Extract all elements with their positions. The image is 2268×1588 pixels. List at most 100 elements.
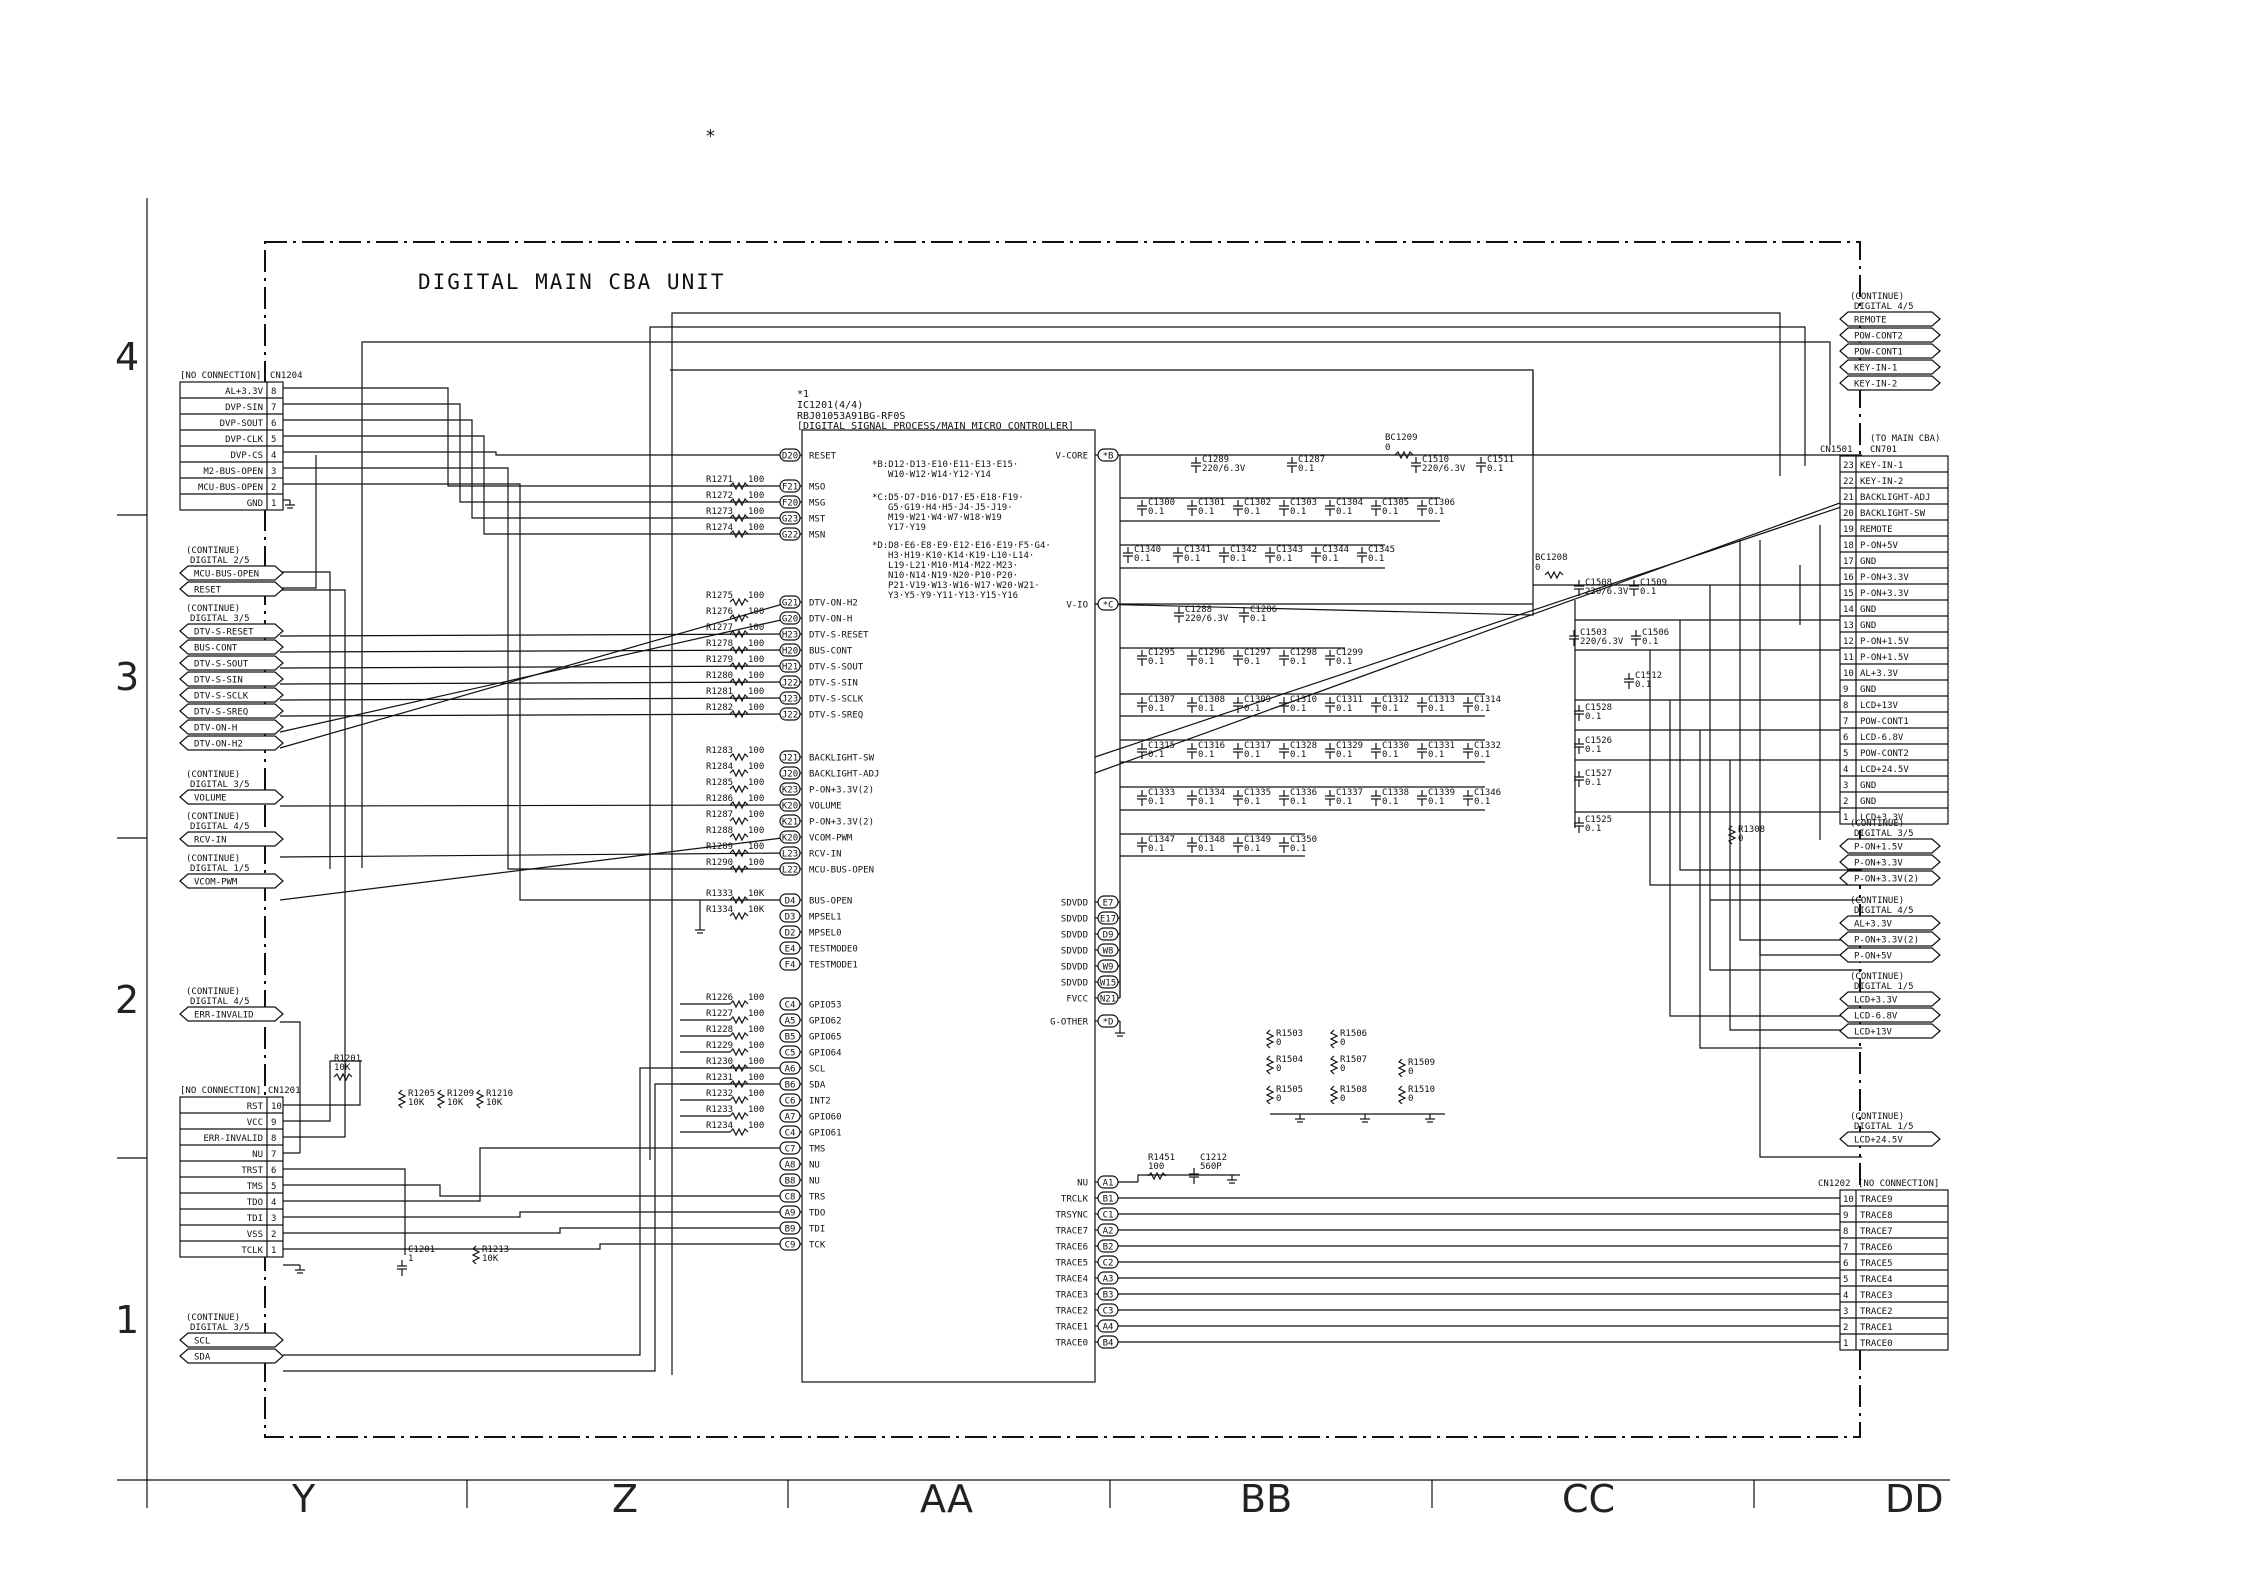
ic-left-pin [779, 782, 801, 796]
ic-left-pin [779, 675, 801, 689]
ic-left-pin-name: BUS-CONT [809, 647, 853, 657]
cn1501-pin-number: 11 [1843, 653, 1854, 663]
pwr-d-0: *D:D8·E6·E8·E9·E12·E16·E19·F5·G4· [872, 541, 1051, 551]
cn1204-pin-number: 3 [271, 467, 276, 477]
series-resistor [729, 999, 749, 1009]
capacitor-ref: C1298 [1290, 648, 1317, 658]
cn1501-pin-number: 6 [1843, 733, 1848, 743]
resistor-value: 100 [748, 507, 764, 517]
series-resistor [729, 513, 749, 523]
ic-left-pin [779, 495, 801, 509]
cn1501-label: (TO MAIN CBA) [1870, 434, 1940, 444]
capacitor-ref: C1305 [1382, 498, 1409, 508]
right-port-tag [1839, 1131, 1941, 1147]
cn1501-pin-name: GND [1860, 557, 1876, 567]
capacitor-value: 0.1 [1244, 507, 1260, 517]
cn1202-pin-name: TRACE9 [1860, 1195, 1893, 1205]
part-ref: R1205 [408, 1089, 435, 1099]
resistor-symbol [1329, 1029, 1339, 1049]
ic-left-pin [779, 511, 801, 525]
ic-left-pin-name: RESET [809, 452, 837, 462]
bead-symbol [1544, 570, 1564, 580]
capacitor-value: 0.1 [1148, 704, 1164, 714]
cn1202-pin-number: 7 [1843, 1243, 1848, 1253]
port-tag-label: DTV-S-SCLK [194, 692, 249, 702]
right-port-tag [1839, 991, 1941, 1007]
series-resistor [729, 597, 749, 607]
cn1204-pin-name: DVP-CS [230, 451, 263, 461]
ic-left-pin [779, 1141, 801, 1155]
right-port-tag [1839, 1023, 1941, 1039]
capacitor-ref: C1341 [1184, 545, 1211, 555]
pin-number: H21 [782, 663, 798, 673]
continue-label: (CONTINUE) [1850, 896, 1904, 906]
unit-title: DIGITAL MAIN CBA UNIT [418, 270, 726, 294]
cn1501-pin-name: BACKLIGHT-SW [1860, 509, 1926, 519]
pin-number: J22 [782, 679, 798, 689]
part-ref: R1451 [1148, 1153, 1175, 1163]
capacitor-value: 0.1 [1148, 507, 1164, 517]
ic-left-pin [779, 1013, 801, 1027]
capacitor-value: 0.1 [1585, 778, 1601, 788]
continue-label: DIGITAL 4/5 [1854, 302, 1914, 312]
resistor-value: 100 [748, 842, 764, 852]
ic-left-pin-name: MSG [809, 499, 825, 509]
resistor-value: 100 [748, 655, 764, 665]
grid-col-y: Y [291, 1477, 316, 1521]
resistor-value: 100 [748, 1105, 764, 1115]
part-ref: R1509 [1408, 1058, 1435, 1068]
resistor-ref: R1288 [706, 826, 733, 836]
cn1204-pin-number: 7 [271, 403, 276, 413]
port-tag-label: RESET [194, 586, 222, 596]
cn1202-pin-name: TRACE3 [1860, 1291, 1893, 1301]
capacitor-ref: C1344 [1322, 545, 1349, 555]
resistor-ref: R1275 [706, 591, 733, 601]
cn1501-pin-name: LCD-6.8V [1860, 733, 1904, 743]
port-tag-label: DTV-ON-H2 [194, 740, 243, 750]
cn1501-pin-name: P-ON+3.3V [1860, 589, 1909, 599]
right-port-tag [1839, 947, 1941, 963]
cn1204-pin-name: DVP-CLK [225, 435, 264, 445]
cn1501-pin-name: REMOTE [1860, 525, 1893, 535]
resistor-ref: R1287 [706, 810, 733, 820]
pin-number: A1 [1103, 1179, 1114, 1189]
pin-number: K21 [782, 818, 798, 828]
part-ref: C1201 [408, 1245, 435, 1255]
capacitor-ref: C1332 [1474, 741, 1501, 751]
ic-right-pin-name: TRACE7 [1055, 1227, 1088, 1237]
ic-right-pin-name: TRACE1 [1055, 1323, 1088, 1333]
continue-label: (CONTINUE) [1850, 972, 1904, 982]
series-resistor [729, 1095, 749, 1105]
ic-left-pin-name: TDI [809, 1225, 825, 1235]
pin-number: A8 [785, 1161, 796, 1171]
capacitor-value: 0.1 [1585, 824, 1601, 834]
resistor-ref: R1232 [706, 1089, 733, 1099]
grid-col-cc: CC [1562, 1477, 1615, 1521]
capacitor-ref: C1511 [1487, 455, 1514, 465]
capacitor-ref: C1342 [1230, 545, 1257, 555]
right-port-tag [1839, 838, 1941, 854]
cn1501-pin-number: 7 [1843, 717, 1848, 727]
cn1201-pin-number: 1 [271, 1246, 276, 1256]
part-ref: R1506 [1340, 1029, 1367, 1039]
cn1501-pin-number: 14 [1843, 605, 1854, 615]
capacitor-value: 0.1 [1382, 704, 1398, 714]
grid-row-3: 3 [115, 655, 139, 699]
ic-right-pin-name: SDVDD [1061, 899, 1088, 909]
pin-number: E7 [1103, 899, 1114, 909]
ic-right-pin [1097, 448, 1119, 462]
ic-left-pin [779, 766, 801, 780]
pin-number: J21 [782, 754, 798, 764]
cn1501-pin-number: 19 [1843, 525, 1854, 535]
ic-left-pin-name: MCU-BUS-OPEN [809, 866, 874, 876]
cn1501-pin-number: 17 [1843, 557, 1854, 567]
ic-left-pin-name: MST [809, 515, 826, 525]
port-tag-label: VOLUME [194, 794, 227, 804]
port-tag-label: SCL [194, 1337, 210, 1347]
ic-right-pin-name: FVCC [1066, 995, 1088, 1005]
ic-left-pin [779, 527, 801, 541]
ic-left-pin-name: GPIO53 [809, 1001, 842, 1011]
capacitor-value: 0.1 [1250, 614, 1266, 624]
cn1202-pin-name: TRACE6 [1860, 1243, 1893, 1253]
